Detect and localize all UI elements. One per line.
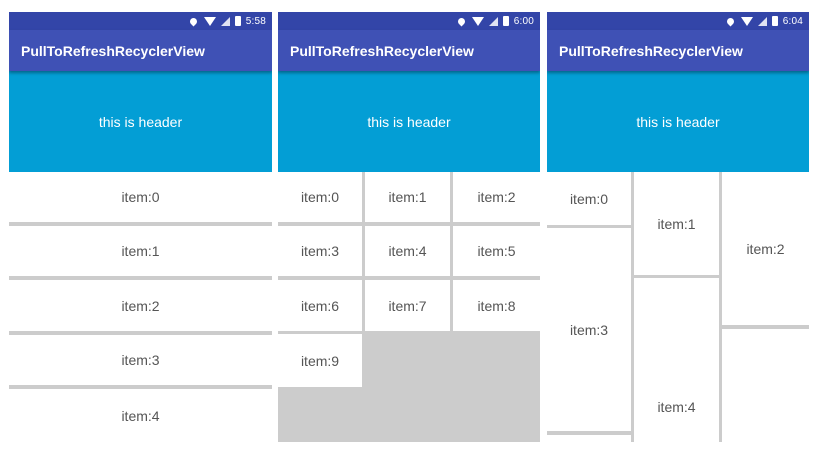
grid-item[interactable]: item:1: [365, 172, 450, 222]
staggered-item[interactable]: item:0: [547, 172, 631, 225]
grid-item[interactable]: item:6: [278, 280, 362, 331]
grid-item[interactable]: item:2: [453, 172, 540, 222]
screen-list: 5:58 PullToRefreshRecyclerView this is h…: [9, 12, 272, 442]
list-item[interactable]: item:1: [9, 226, 272, 276]
grid-item[interactable]: item:8: [453, 280, 540, 331]
list-item[interactable]: item:3: [9, 335, 272, 385]
wifi-icon: [740, 16, 753, 26]
list-item[interactable]: item:2: [9, 280, 272, 331]
status-bar: 6:00: [278, 12, 540, 30]
status-time: 6:00: [513, 15, 534, 27]
battery-icon: [234, 16, 241, 26]
grid-item[interactable]: item:9: [278, 334, 362, 387]
signal-icon: [488, 16, 498, 26]
staggered-item[interactable]: item:4: [634, 278, 719, 442]
grid-header: this is header: [278, 71, 540, 172]
location-icon: [456, 16, 467, 26]
list-item[interactable]: item:0: [9, 172, 272, 222]
signal-icon: [757, 16, 767, 26]
wifi-icon: [471, 16, 484, 26]
staggered-item[interactable]: item:2: [722, 172, 809, 325]
screen-staggered-grid: 6:04 PullToRefreshRecyclerView this is h…: [547, 12, 809, 442]
staggered-header: this is header: [547, 71, 809, 172]
status-bar: 6:04: [547, 12, 809, 30]
grid-item[interactable]: item:3: [278, 226, 362, 276]
app-title: PullToRefreshRecyclerView: [547, 30, 809, 71]
status-time: 6:04: [782, 15, 803, 27]
location-icon: [188, 16, 199, 26]
app-title: PullToRefreshRecyclerView: [9, 30, 272, 71]
status-time: 5:58: [245, 15, 266, 27]
battery-icon: [771, 16, 778, 26]
staggered-item-partial: [547, 435, 631, 442]
staggered-item-partial: [722, 329, 809, 442]
battery-icon: [502, 16, 509, 26]
grid-item[interactable]: item:0: [278, 172, 362, 222]
grid-item[interactable]: item:7: [365, 280, 450, 331]
list-item[interactable]: item:4: [9, 389, 272, 442]
screen-grid: 6:00 PullToRefreshRecyclerView this is h…: [278, 12, 540, 442]
app-title: PullToRefreshRecyclerView: [278, 30, 540, 71]
staggered-item[interactable]: item:3: [547, 228, 631, 431]
grid-item[interactable]: item:4: [365, 226, 450, 276]
list-header: this is header: [9, 71, 272, 172]
signal-icon: [220, 16, 230, 26]
location-icon: [725, 16, 736, 26]
wifi-icon: [203, 16, 216, 26]
staggered-item[interactable]: item:1: [634, 172, 719, 275]
grid-item[interactable]: item:5: [453, 226, 540, 276]
status-bar: 5:58: [9, 12, 272, 30]
